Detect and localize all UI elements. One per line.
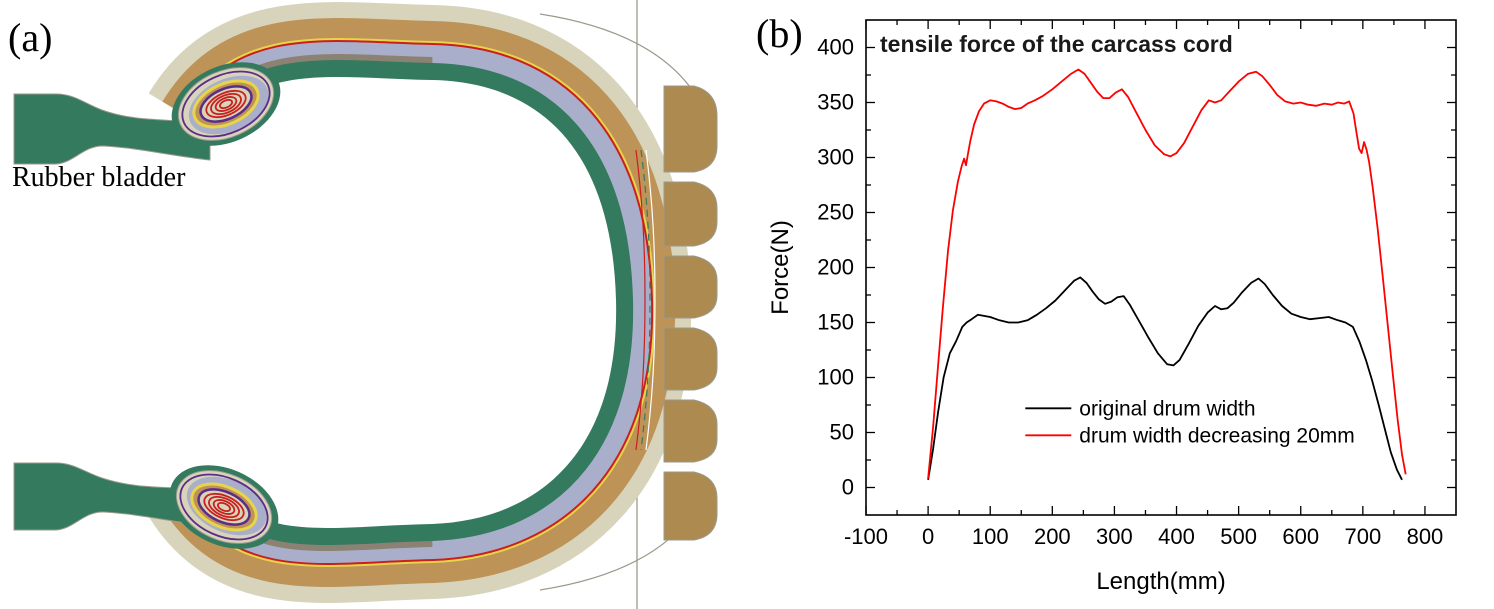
- bead-wire-coil: [210, 92, 242, 116]
- x-tick-label: 100: [972, 524, 1009, 549]
- tire-layers: [148, 2, 692, 603]
- bead-purple-outline: [179, 473, 269, 541]
- belt-line-red: [635, 149, 646, 451]
- bead-assembly-bottom: [169, 465, 279, 549]
- y-axis-label: Force(N): [767, 220, 794, 315]
- bead-wire-coil: [212, 499, 236, 515]
- panel-b: (b) -100 0 100 200 300 400 500 600 700 800 0 50 100 1…: [754, 0, 1494, 609]
- x-tick-label: 200: [1034, 524, 1071, 549]
- bead-wire-coil: [214, 96, 238, 112]
- bead-wire-coil: [205, 89, 247, 119]
- x-tick-label: 0: [922, 524, 934, 549]
- bead-wire-coil: [203, 492, 245, 522]
- x-tick-label: 300: [1096, 524, 1133, 549]
- y-tick-label: 100: [817, 365, 854, 390]
- panel-a: (a) Rubber bladder: [8, 0, 718, 609]
- tire-cross-section-diagram: [13, 0, 718, 609]
- bead-purple-outline: [181, 70, 271, 138]
- rubber-bladder-label: Rubber bladder: [12, 162, 186, 193]
- chart-title: tensile force of the carcass cord: [880, 31, 1233, 57]
- bladder-handle-top-shape: [13, 93, 211, 165]
- y-tick-label: 350: [817, 90, 854, 115]
- bead-assembly-top: [171, 62, 281, 146]
- tread-block: [663, 255, 718, 319]
- tread-block: [663, 85, 718, 173]
- force-chart: -100 0 100 200 300 400 500 600 700 800 0 50 100 150 20…: [767, 19, 1457, 595]
- legend-label-1: drum width decreasing 20mm: [1079, 424, 1354, 447]
- y-tick-label: 50: [830, 420, 854, 445]
- belt-line-green: [640, 149, 651, 451]
- bead-wire-coil: [216, 501, 232, 513]
- panel-b-label: (b): [756, 11, 803, 56]
- x-tick-label: 600: [1282, 524, 1319, 549]
- x-tick-label: 500: [1220, 524, 1257, 549]
- x-tick-label: 400: [1158, 524, 1195, 549]
- x-axis-label: Length(mm): [1096, 568, 1225, 595]
- tread-block: [663, 471, 718, 541]
- panel-a-label: (a): [8, 15, 53, 60]
- y-tick-label: 400: [817, 35, 854, 60]
- y-tick-label: 300: [817, 145, 854, 170]
- bead-wire-coil: [208, 495, 240, 519]
- tread-block: [663, 327, 718, 391]
- belt-line-white: [645, 149, 656, 451]
- x-tick-label: -100: [844, 524, 888, 549]
- series-line-1: [927, 68, 1407, 479]
- y-tick-label: 0: [842, 475, 854, 500]
- tread-block: [663, 399, 718, 463]
- bead-wire-coil: [218, 98, 234, 110]
- y-tick-label: 150: [817, 310, 854, 335]
- tread-blocks: [663, 85, 718, 541]
- series-line-0: [927, 276, 1403, 481]
- belt-cord-lines: [635, 149, 656, 451]
- tire-cavity: [213, 77, 617, 528]
- legend-label-0: original drum width: [1079, 397, 1255, 420]
- y-tick-label: 200: [817, 255, 854, 280]
- y-tick-label: 250: [817, 200, 854, 225]
- bladder-handle-top: [13, 93, 211, 165]
- tread-block: [663, 181, 718, 247]
- x-tick-label: 700: [1344, 524, 1381, 549]
- x-tick-label: 800: [1407, 524, 1444, 549]
